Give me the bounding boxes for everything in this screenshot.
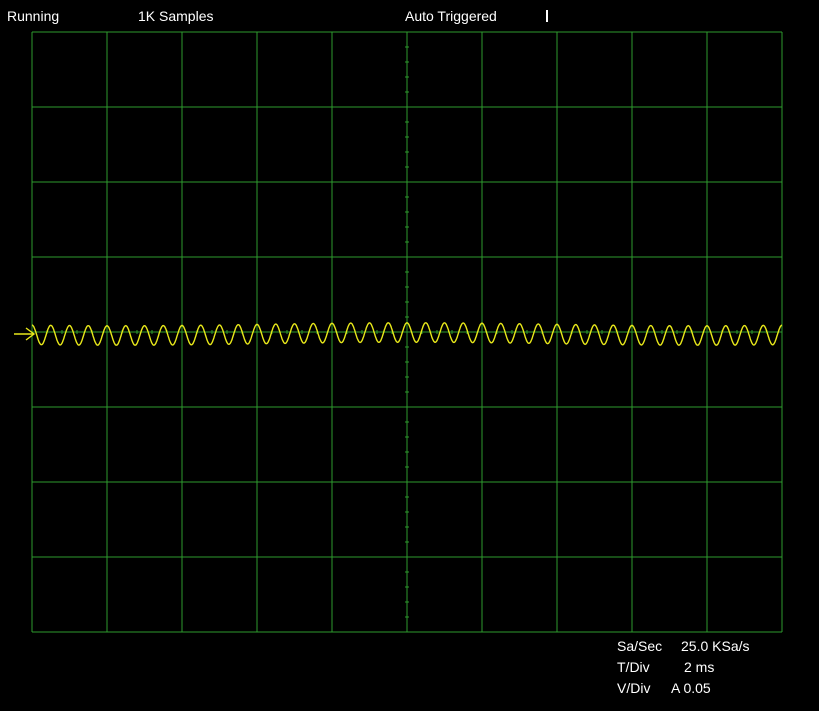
trigger-mode-label: Auto Triggered	[405, 8, 497, 24]
time-div-value: 2 ms	[684, 659, 715, 675]
arrow-head	[25, 327, 36, 341]
arrow-right-icon[interactable]	[14, 327, 36, 341]
sample-rate-readout: Sa/Sec 25.0 KSa/s	[617, 637, 750, 655]
waveform-trace-a	[31, 322, 783, 346]
time-div-label: T/Div	[617, 659, 650, 675]
sample-rate-label: Sa/Sec	[617, 638, 663, 654]
volt-div-readout: V/Div A 0.05	[617, 679, 711, 697]
sample-count-label: 1K Samples	[138, 8, 214, 24]
run-state-label: Running	[7, 8, 60, 24]
volt-div-value: A 0.05	[671, 680, 711, 696]
sample-rate-value: 25.0 KSa/s	[681, 638, 750, 654]
time-div-readout: T/Div 2 ms	[617, 658, 714, 676]
volt-div-label: V/Div	[617, 680, 651, 696]
text-cursor	[546, 10, 548, 22]
